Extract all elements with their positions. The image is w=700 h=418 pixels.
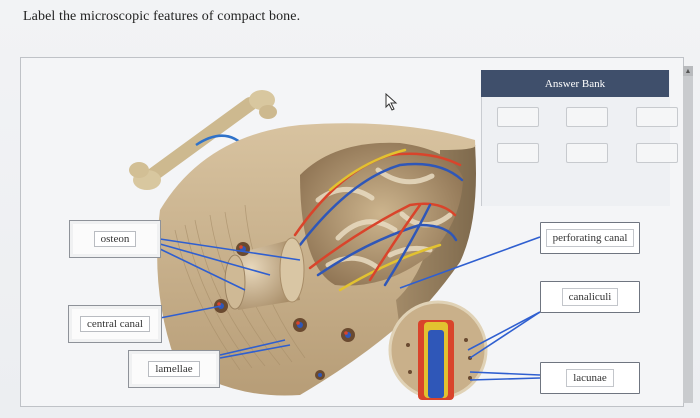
label-text: lamellae [148, 361, 200, 377]
answer-item-label: canaliculi [561, 288, 619, 306]
label-target-central-canal[interactable]: central canal [68, 305, 162, 343]
answer-item-perforating-canal[interactable]: perforating canal [540, 222, 640, 254]
empty-bank-slot[interactable] [636, 107, 678, 127]
answer-item-label: lacunae [566, 369, 614, 387]
vertical-scrollbar[interactable] [683, 68, 693, 403]
label-text: osteon [93, 231, 137, 247]
empty-bank-slot[interactable] [636, 143, 678, 163]
long-bone-icon [129, 90, 277, 190]
magnified-osteon-inset [388, 300, 488, 400]
empty-bank-slot[interactable] [566, 107, 608, 127]
answer-bank-title: Answer Bank [481, 70, 669, 97]
question-text: Label the microscopic features of compac… [23, 9, 301, 24]
scroll-up-icon[interactable]: ▲ [683, 66, 693, 76]
label-target-osteon[interactable]: osteon [69, 220, 161, 258]
answer-item-label: perforating canal [545, 229, 635, 247]
label-text: central canal [80, 316, 150, 332]
mouse-pointer-icon [385, 93, 398, 111]
answer-item-canaliculi[interactable]: canaliculi [540, 281, 640, 313]
empty-bank-slot[interactable] [566, 143, 608, 163]
answer-item-lacunae[interactable]: lacunae [540, 362, 640, 394]
empty-bank-slot[interactable] [497, 107, 539, 127]
empty-bank-slot[interactable] [497, 143, 539, 163]
label-target-lamellae[interactable]: lamellae [128, 350, 220, 388]
